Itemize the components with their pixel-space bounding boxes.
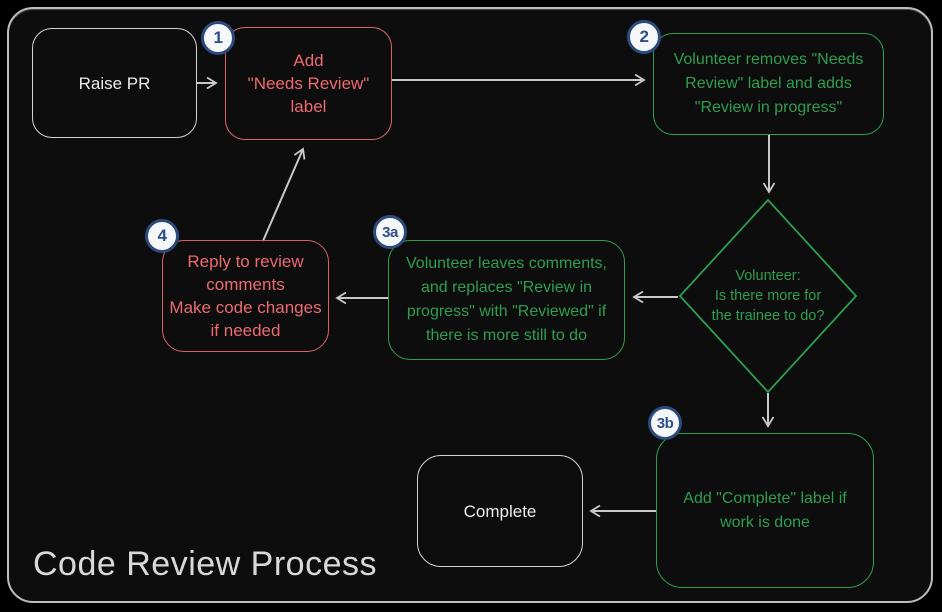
node-label-line: Volunteer: <box>735 268 801 284</box>
node-raise-pr: Raise PR <box>32 28 197 138</box>
node-volunteer-removes: Volunteer removes "Needs Review" label a… <box>653 33 884 135</box>
node-label-line: there is more still to do <box>426 327 587 344</box>
node-label-line: work is done <box>720 513 810 531</box>
node-label-line: Volunteer leaves comments, <box>406 255 607 272</box>
node-label-line: Review" label and adds <box>685 75 852 92</box>
node-label-line: Reply to review <box>187 252 304 271</box>
node-reply-to-review: Reply to review comments Make code chang… <box>162 240 329 352</box>
node-label-line: "Needs Review" <box>247 74 370 93</box>
node-add-complete-label: Add "Complete" label if work is done <box>656 433 874 588</box>
node-label-line: Add "Complete" label if <box>683 489 847 507</box>
node-label-line: Add <box>293 51 324 70</box>
node-decision-label: Volunteer: Is there more for the trainee… <box>690 256 846 336</box>
step-badge-3b: 3b <box>648 406 682 440</box>
step-badge-1: 1 <box>201 21 235 55</box>
diagram-title: Code Review Process <box>33 545 377 583</box>
node-label-line: "Review in progress" <box>694 99 843 116</box>
node-add-needs-review: Add "Needs Review" label <box>225 27 392 140</box>
step-badge-3a: 3a <box>373 215 407 249</box>
node-label-line: Is there more for <box>714 288 822 304</box>
node-label-line: Volunteer removes "Needs <box>673 51 864 68</box>
node-label-line: the trainee to do? <box>711 308 825 324</box>
step-badge-2: 2 <box>627 20 661 54</box>
node-label-line: and replaces "Review in <box>420 279 593 296</box>
node-volunteer-leaves-comments: Volunteer leaves comments, and replaces … <box>388 240 625 360</box>
node-label-line: progress" with "Reviewed" if <box>406 303 607 320</box>
node-complete: Complete <box>417 455 583 567</box>
node-label-line: if needed <box>210 321 281 340</box>
node-label-line: Raise PR <box>78 73 151 93</box>
step-badge-4: 4 <box>145 219 179 253</box>
node-label-line: Make code changes <box>169 298 322 317</box>
node-label-line: comments <box>206 275 285 294</box>
node-label-line: Complete <box>463 501 537 521</box>
node-label-line: label <box>290 97 327 116</box>
